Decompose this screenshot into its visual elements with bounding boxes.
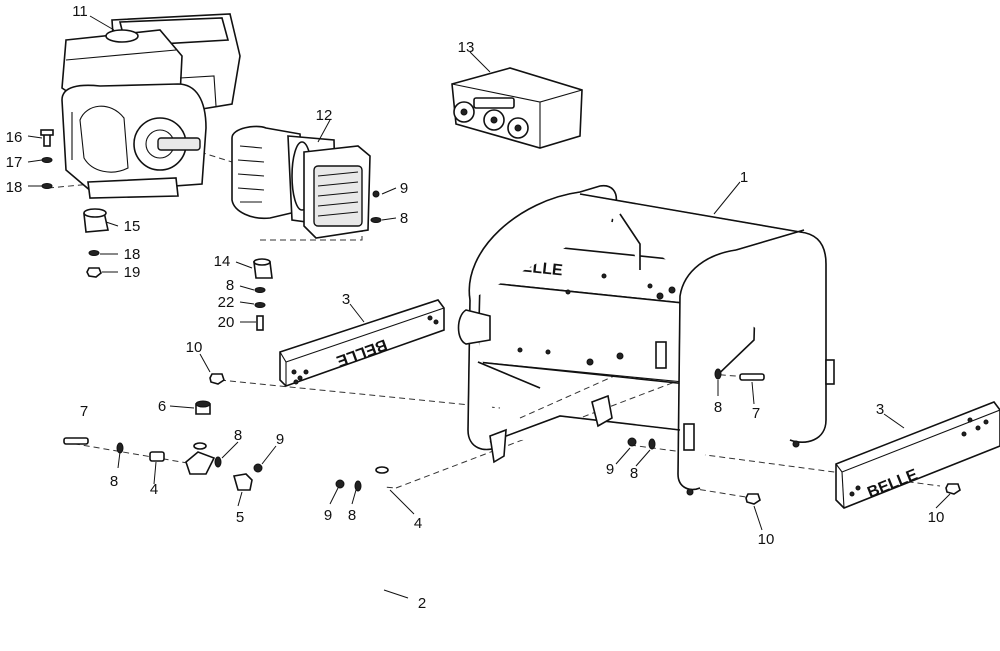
callout-8-mount: 8 — [226, 277, 234, 294]
engine-assembly — [61, 13, 241, 199]
callout-3-right: 3 — [876, 401, 884, 418]
callout-7-right: 7 — [752, 405, 760, 422]
callout-15: 15 — [124, 218, 141, 235]
callout-10-middle: 10 — [758, 531, 775, 548]
socket-box — [451, 67, 583, 149]
callout-14: 14 — [214, 253, 231, 270]
callout-5: 5 — [236, 509, 244, 526]
frame-assembly: BELLE — [457, 184, 835, 496]
callout-8-handle-left: 8 — [110, 473, 118, 490]
callout-8-frame: 8 — [714, 399, 722, 416]
callout-4-right: 4 — [414, 515, 422, 532]
callout-12: 12 — [316, 107, 333, 124]
callout-18-upper: 18 — [6, 179, 23, 196]
callout-7-left: 7 — [80, 403, 88, 420]
callout-10-left: 10 — [186, 339, 203, 356]
callout-3-left: 3 — [342, 291, 350, 308]
callout-8-bracket: 8 — [234, 427, 242, 444]
callout-17: 17 — [6, 154, 23, 171]
callout-8-handle-right: 8 — [348, 507, 356, 524]
callout-2: 2 — [418, 595, 426, 612]
callout-19: 19 — [124, 264, 141, 281]
callout-9-bracket: 9 — [276, 431, 284, 448]
callout-8-alternator: 8 — [400, 210, 408, 227]
fasteners — [40, 129, 961, 505]
callout-1: 1 — [740, 169, 748, 186]
callout-20: 20 — [218, 314, 235, 331]
callout-9-alternator: 9 — [400, 180, 408, 197]
alternator-assembly — [231, 125, 371, 239]
callout-6: 6 — [158, 398, 166, 415]
callout-10-right: 10 — [928, 509, 945, 526]
callout-8-frame-lower: 8 — [630, 465, 638, 482]
callout-13: 13 — [458, 39, 475, 56]
callout-4-left: 4 — [150, 481, 158, 498]
callout-22: 22 — [218, 294, 235, 311]
callout-11: 11 — [72, 3, 88, 20]
leader-lines — [27, 15, 951, 599]
side-rail-right: BELLE — [835, 401, 1000, 509]
callout-labels: 11 12 13 1 3 3 2 16 17 18 15 18 19 14 8 … — [6, 3, 945, 612]
side-rail-left: BELLE — [279, 299, 445, 387]
callout-9-frame: 9 — [606, 461, 614, 478]
callout-18-lower: 18 — [124, 246, 141, 263]
handle-tube — [193, 442, 389, 651]
callout-16: 16 — [6, 129, 23, 146]
callout-9-handle-right: 9 — [324, 507, 332, 524]
